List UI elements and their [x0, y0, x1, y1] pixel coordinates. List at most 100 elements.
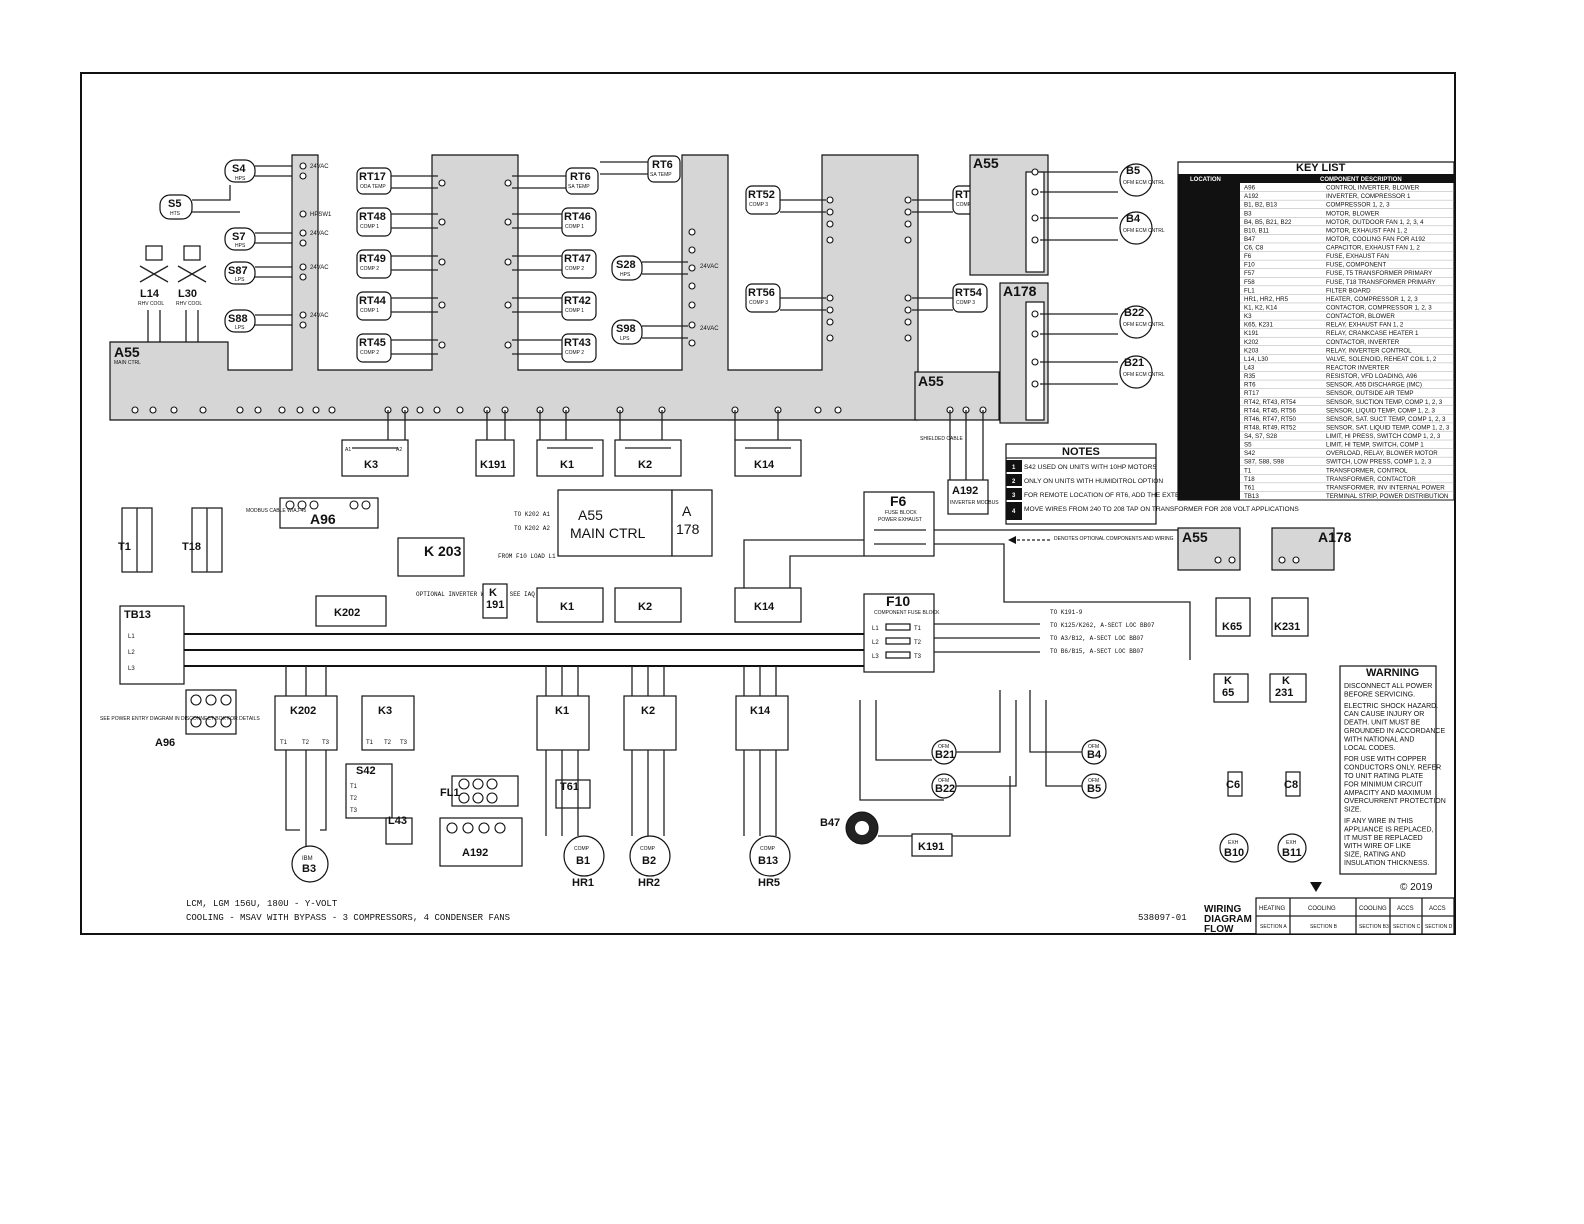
svg-text:SHIELDED CABLE: SHIELDED CABLE	[920, 436, 963, 442]
key-list-location: C6, C8	[1244, 245, 1264, 252]
key-list-location: F10	[1244, 262, 1255, 269]
key-list-location: K1, K2, K14	[1244, 305, 1278, 312]
svg-text:F6: F6	[890, 493, 907, 509]
svg-text:WIRING: WIRING	[1204, 904, 1241, 915]
svg-text:SECTION D: SECTION D	[1425, 924, 1453, 930]
contactor-k14-coil: K14	[734, 439, 802, 477]
svg-text:HPS: HPS	[235, 243, 246, 249]
switch-s28: S28 HPS	[611, 255, 688, 281]
svg-text:T3: T3	[400, 740, 408, 746]
key-list-description: RESISTOR, VFD LOADING, A96	[1326, 373, 1418, 380]
a96-terminals: A96 SEE POWER ENTRY DIAGRAM IN DISCONNEC…	[100, 689, 260, 749]
compressor-b13: COMP B13 HR5	[749, 835, 791, 889]
svg-text:T1: T1	[914, 626, 922, 632]
switch-s4: S4 HPS	[224, 159, 295, 183]
svg-text:RHV COOL: RHV COOL	[138, 301, 164, 307]
switch-s7: S7 HPS	[224, 227, 295, 251]
svg-text:LPS: LPS	[620, 336, 630, 342]
key-list-location: RT48, RT49, RT52	[1244, 424, 1296, 431]
key-list-location: K3	[1244, 313, 1252, 320]
svg-text:A55: A55	[114, 344, 140, 360]
svg-text:TO K202 A2: TO K202 A2	[514, 525, 550, 532]
svg-text:COMP 3: COMP 3	[956, 202, 975, 208]
svg-text:A2: A2	[396, 447, 402, 453]
svg-text:24VAC: 24VAC	[310, 265, 329, 271]
reactor-l43: L43	[385, 815, 413, 845]
key-list-description: TRANSFORMER, CONTROL	[1326, 467, 1408, 474]
svg-text:K202: K202	[290, 705, 316, 717]
warning-line: SIZE, RATING AND	[1344, 852, 1406, 859]
svg-text:RT56: RT56	[748, 287, 775, 299]
capacitor-c6: C6	[1226, 771, 1243, 797]
svg-text:A1: A1	[345, 447, 351, 453]
relay-k231-coil: K231	[1271, 597, 1309, 637]
key-list-description: RELAY, EXHAUST FAN 1, 2	[1326, 322, 1404, 329]
key-list-description: COMPRESSOR 1, 2, 3	[1326, 202, 1390, 209]
a55-exhaust-connector: A55	[1177, 527, 1241, 571]
title-block: LCM, LGM 156U, 180U - Y-VOLT COOLING - M…	[186, 882, 1455, 935]
a55-center-pins	[438, 179, 912, 349]
svg-text:K2: K2	[638, 601, 652, 613]
key-list-location: HR1, HR2, HR5	[1244, 296, 1289, 303]
warning-line: APPLIANCE IS REPLACED,	[1344, 826, 1434, 833]
svg-text:KEY LIST: KEY LIST	[1296, 162, 1346, 174]
svg-text:MAIN CTRL: MAIN CTRL	[570, 525, 646, 541]
svg-text:1: 1	[1012, 465, 1016, 471]
svg-text:© 2019: © 2019	[1400, 882, 1433, 893]
svg-text:T1: T1	[350, 784, 358, 790]
svg-text:B3: B3	[302, 863, 316, 875]
a55-bottom-pins	[131, 406, 842, 414]
key-list-location: RT46, RT47, RT50	[1244, 416, 1296, 423]
key-list-location: B1, B2, B13	[1244, 202, 1278, 209]
inverter-a96: A96 MODBUS CABLE W/AJ-45	[246, 497, 379, 529]
key-list-location: L43	[1244, 364, 1255, 371]
svg-text:COMP 1: COMP 1	[565, 308, 584, 314]
key-list-description: MOTOR, OUTDOOR FAN 1, 2, 3, 4	[1326, 219, 1424, 226]
optional-legend: DENOTES OPTIONAL COMPONENTS AND WIRING	[1008, 536, 1174, 544]
key-list-description: CAPACITOR, EXHAUST FAN 1, 2	[1326, 245, 1420, 252]
svg-text:OFM: OFM	[1088, 744, 1099, 750]
svg-text:B1: B1	[576, 855, 590, 867]
key-list-location: R35	[1244, 373, 1256, 380]
filter-board-fl1: FL1	[440, 775, 519, 807]
svg-text:ONLY ON UNITS WITH HUMIDITROL: ONLY ON UNITS WITH HUMIDITROL OPTION	[1024, 478, 1163, 485]
svg-text:COMP 1: COMP 1	[360, 308, 379, 314]
key-list-location: RT6	[1244, 382, 1256, 389]
svg-text:IBM: IBM	[302, 856, 313, 862]
svg-text:TO K191-9: TO K191-9	[1050, 609, 1083, 616]
svg-text:S28: S28	[616, 259, 636, 271]
valve-l30: L30 RHV COOL	[176, 245, 207, 345]
svg-text:24VAC: 24VAC	[310, 231, 329, 237]
svg-text:B4: B4	[1087, 749, 1102, 761]
sensor-rt52: RT52 COMP 3	[745, 185, 826, 215]
contactor-k202-coil: K202	[315, 595, 387, 627]
key-list-location: F58	[1244, 279, 1255, 286]
svg-text:B13: B13	[758, 855, 778, 867]
svg-text:HPSW1: HPSW1	[310, 212, 332, 218]
a55-main-board: A55 MAIN CTRL	[109, 154, 919, 421]
svg-text:WARNING: WARNING	[1366, 667, 1419, 679]
svg-text:B22: B22	[935, 783, 955, 795]
svg-text:MODBUS CABLE W/AJ-45: MODBUS CABLE W/AJ-45	[246, 508, 307, 514]
svg-text:A192: A192	[462, 847, 488, 859]
fan-motor-b22-lower: OFM B22	[931, 773, 957, 799]
relay-k191: K 191	[482, 583, 508, 619]
key-list-location: S4, S7, S28	[1244, 433, 1278, 440]
svg-text:T3: T3	[914, 654, 922, 660]
svg-text:C8: C8	[1284, 779, 1298, 791]
key-list-location: K203	[1244, 347, 1259, 354]
svg-text:EXH: EXH	[1286, 840, 1297, 846]
svg-text:ODA TEMP: ODA TEMP	[360, 184, 386, 190]
svg-text:K 203: K 203	[424, 543, 462, 559]
svg-text:MAIN CTRL: MAIN CTRL	[114, 360, 141, 366]
key-list-location: T61	[1244, 484, 1255, 491]
coil-drops	[387, 410, 779, 440]
a55-inverter-board: A55	[914, 371, 1000, 421]
svg-text:HR1: HR1	[572, 877, 594, 889]
svg-text:K: K	[489, 587, 497, 599]
svg-text:3: 3	[1012, 493, 1016, 499]
warning-line: FOR USE WITH COPPER	[1344, 756, 1426, 763]
relay-k65-coil: K65	[1215, 597, 1251, 637]
